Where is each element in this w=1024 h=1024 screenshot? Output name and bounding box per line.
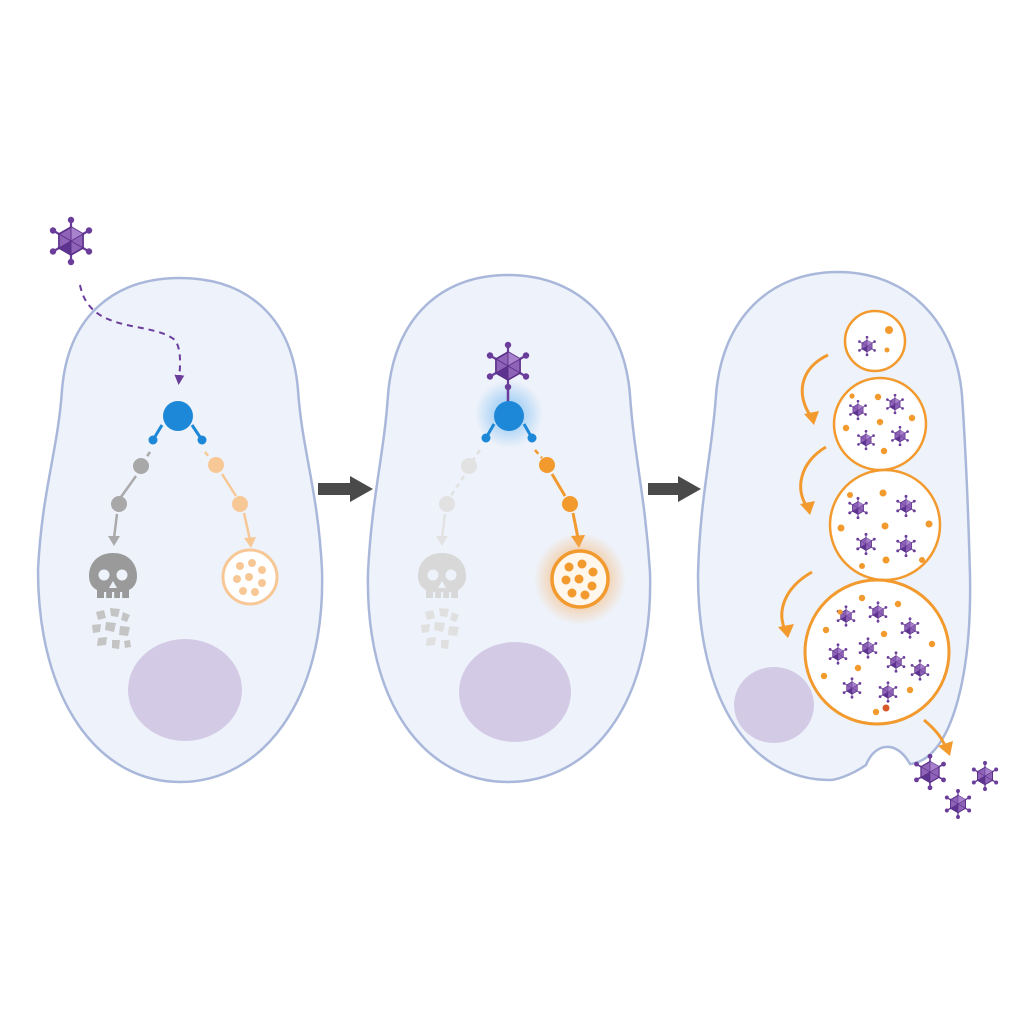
debris-icon-faded — [421, 608, 459, 649]
sequence-arrow-1 — [800, 353, 829, 419]
transition-arrow-2 — [648, 476, 701, 502]
released-virions — [913, 753, 999, 820]
panel-1-nucleus — [128, 639, 242, 741]
vesicle-stage-4 — [803, 578, 951, 726]
transition-arrow-1 — [318, 476, 373, 502]
vesicle-stage-2 — [832, 376, 928, 472]
virus-icon — [48, 215, 94, 267]
debris-icon — [92, 608, 131, 649]
vesicle-stage-1 — [843, 309, 907, 373]
apoptosis-pathway-suppressed — [436, 449, 482, 546]
apoptosis-pathway — [108, 451, 152, 546]
sequence-arrow-2 — [799, 445, 827, 509]
receptor-icon — [148, 401, 207, 445]
panel-2-cell — [366, 273, 652, 784]
skull-icon — [89, 553, 137, 598]
vesicle-icon — [221, 548, 279, 606]
skull-icon-faded — [418, 553, 466, 598]
vesicle-pathway-faded — [204, 451, 256, 548]
panel-1-cell — [36, 276, 324, 784]
panel-2-nucleus — [459, 642, 571, 742]
vesicle-stage-3 — [828, 468, 942, 582]
vesicle-icon-active — [550, 549, 610, 609]
receptor-icon-active — [481, 401, 537, 443]
panel-3-nucleus — [734, 667, 814, 743]
